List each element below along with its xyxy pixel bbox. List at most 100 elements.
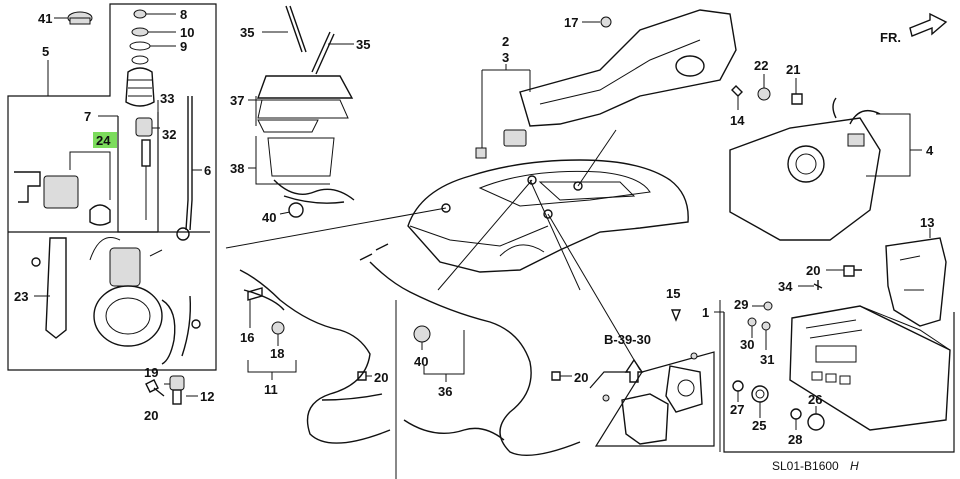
callout-25: 25 xyxy=(752,418,766,433)
knob-25-inner xyxy=(755,389,765,399)
screw-21 xyxy=(791,93,803,105)
amp-connector xyxy=(847,133,865,147)
left-callouts: 41 8 10 9 5 7 33 32 24 6 23 19 12 20 xyxy=(14,7,214,423)
callout-40b: 40 xyxy=(414,354,428,369)
bolt-34 xyxy=(813,280,823,290)
antenna-mast-6b xyxy=(189,96,193,231)
callout-15: 15 xyxy=(666,286,680,301)
cable-35a2 xyxy=(289,5,307,53)
callout-31: 31 xyxy=(760,352,774,367)
callout-40a: 40 xyxy=(262,210,276,225)
callout-6: 6 xyxy=(204,163,211,178)
callout-9: 9 xyxy=(180,39,187,54)
bracket-11 xyxy=(247,360,297,373)
harness-b2 xyxy=(403,419,505,441)
bracket-1 xyxy=(723,312,955,453)
clip-22 xyxy=(757,87,771,101)
harness-b-callouts: 40 36 20 xyxy=(414,342,588,399)
fastener-small xyxy=(31,257,41,267)
callout-28: 28 xyxy=(788,432,802,447)
car-body xyxy=(407,159,689,273)
inset-callouts: 15 xyxy=(666,286,682,322)
callout-33: 33 xyxy=(160,91,174,106)
car-wheel-arch xyxy=(499,244,545,257)
callout-7: 7 xyxy=(84,109,91,124)
nav-speaker xyxy=(675,55,705,77)
bolt-20d xyxy=(551,371,561,381)
clip-17 xyxy=(600,16,612,28)
grommet-40a xyxy=(288,202,304,218)
amp-body xyxy=(729,117,881,241)
fastener-small2 xyxy=(191,319,201,329)
grommet-ribs xyxy=(128,79,152,97)
callout-36: 36 xyxy=(438,384,452,399)
callout-16: 16 xyxy=(240,330,254,345)
inset-screw xyxy=(602,394,610,402)
antenna-mast-6 xyxy=(185,96,189,231)
callout-35a: 35 xyxy=(240,25,254,40)
audio-display xyxy=(815,345,857,363)
inset-unit xyxy=(665,365,703,413)
ring-9-shape xyxy=(129,41,151,51)
screw-31 xyxy=(761,321,771,331)
nut-32-shape xyxy=(135,117,153,137)
callout-34: 34 xyxy=(778,279,793,294)
motor-drum-inner xyxy=(105,297,151,335)
callout-11: 11 xyxy=(264,382,278,397)
callout-29: 29 xyxy=(734,297,748,312)
bracket-13-callouts: 13 20 34 xyxy=(778,215,934,294)
grommet-shape xyxy=(125,67,155,107)
relay-shape xyxy=(43,175,79,209)
car-point-antenna xyxy=(441,203,451,213)
callout-10: 10 xyxy=(180,25,194,40)
bracket-7 xyxy=(117,116,158,233)
harness-a xyxy=(239,269,391,444)
screw-30 xyxy=(747,317,757,327)
console-callouts: 35 35 37 38 40 xyxy=(230,25,370,225)
callout-13: 13 xyxy=(920,215,934,230)
callout-27: 27 xyxy=(730,402,744,417)
inset-screw2 xyxy=(690,352,698,360)
callout-37: 37 xyxy=(230,93,244,108)
knob-28 xyxy=(790,408,802,420)
audio-unit-section xyxy=(723,301,955,453)
clip-2-3 xyxy=(475,147,487,159)
callout-20a: 20 xyxy=(144,408,158,423)
knob-27 xyxy=(732,380,744,392)
reference-arrow-icon xyxy=(624,358,644,383)
washer-10-shape xyxy=(131,27,149,37)
console-cable-section xyxy=(255,5,355,218)
bracket-13-section xyxy=(813,237,947,327)
car-window xyxy=(538,181,636,201)
callout-17: 17 xyxy=(564,15,578,30)
grommet-40b xyxy=(413,325,431,343)
plate-37 xyxy=(257,99,349,119)
bracket-24a xyxy=(14,171,41,203)
callout-5: 5 xyxy=(42,44,49,59)
harness-40 xyxy=(273,179,355,204)
audio-callouts: 1 29 30 31 27 25 26 28 xyxy=(702,297,822,447)
diagram-code: SL01-B1600 xyxy=(772,459,839,473)
amp-harness xyxy=(832,97,881,125)
inset-bracket xyxy=(621,393,669,445)
car-point-audio xyxy=(543,209,553,219)
callout-26: 26 xyxy=(808,392,822,407)
callout-20d: 20 xyxy=(574,370,588,385)
audio-chassis xyxy=(859,305,951,351)
callout-3: 3 xyxy=(502,50,509,65)
navigation-unit-section xyxy=(475,9,737,159)
connector-16 xyxy=(247,287,263,301)
inset-unit-lens xyxy=(677,379,695,397)
boot-shape xyxy=(257,75,354,99)
callout-20b: 20 xyxy=(806,263,820,278)
spacer-shape xyxy=(131,55,149,65)
reference-label: B-39-30 xyxy=(604,332,651,347)
knob-25 xyxy=(751,385,769,403)
amp-callouts: 22 21 14 4 xyxy=(730,58,934,158)
harness-b3 xyxy=(359,243,389,261)
leader-40a xyxy=(279,211,291,215)
callout-38: 38 xyxy=(230,161,244,176)
bolt-20a-shape xyxy=(145,379,165,397)
bracket-24-leader-box xyxy=(69,151,111,200)
